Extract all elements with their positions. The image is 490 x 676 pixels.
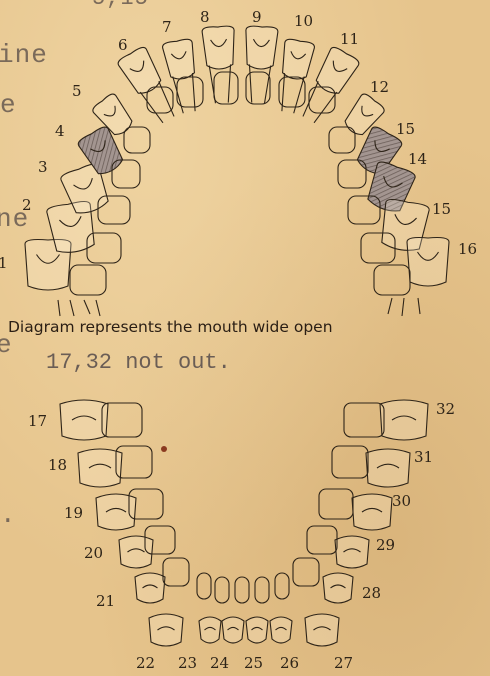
tooth-root: [209, 64, 232, 103]
upper-inner-tooth: [177, 77, 203, 107]
upper-tooth-number-14: 14: [408, 152, 427, 167]
lower-tooth-number-25: 25: [244, 656, 263, 671]
root-tick: [388, 298, 392, 314]
upper-tooth: [202, 26, 238, 104]
lower-tooth: [222, 617, 244, 643]
lower-tooth: [380, 400, 428, 440]
tooth-root: [247, 64, 270, 103]
lower-tooth-number-30: 30: [392, 494, 411, 509]
lower-tooth-number-29: 29: [376, 538, 395, 553]
upper-tooth-number-9: 9: [252, 10, 262, 25]
lower-tooth-number-17: 17: [28, 414, 47, 429]
lower-inner-tooth: [332, 446, 368, 478]
lower-tooth: [96, 494, 136, 530]
lower-tooth: [135, 573, 165, 603]
lower-inner-tooth: [163, 558, 189, 586]
lower-inner-tooth: [275, 573, 289, 599]
upper-tooth-number-1: 1: [0, 256, 8, 271]
root-tick: [70, 300, 74, 316]
lower-tooth: [305, 614, 339, 646]
lower-tooth: [78, 449, 122, 487]
upper-tooth-number-15: 15: [432, 202, 451, 217]
root-tick: [58, 300, 60, 316]
lower-inner-tooth: [197, 573, 211, 599]
root-tick: [418, 298, 420, 314]
lower-tooth-number-18: 18: [48, 458, 67, 473]
upper-tooth-number-10: 10: [294, 14, 313, 29]
upper-tooth-number-6: 6: [118, 38, 128, 53]
lower-tooth-number-32: 32: [436, 402, 455, 417]
lower-tooth: [352, 494, 392, 530]
upper-tooth-number-3: 3: [38, 160, 48, 175]
upper-inner-tooth: [214, 72, 238, 104]
lower-arch: [60, 400, 428, 646]
lower-tooth-number-20: 20: [84, 546, 103, 561]
lower-tooth: [366, 449, 410, 487]
upper-inner-tooth: [246, 72, 270, 104]
tooth-crown: [312, 45, 361, 98]
upper-tooth-number-7: 7: [162, 20, 172, 35]
lower-inner-tooth: [319, 489, 353, 519]
lower-tooth: [199, 617, 221, 643]
lower-tooth-number-26: 26: [280, 656, 299, 671]
lower-tooth: [60, 400, 108, 440]
upper-tooth: [407, 238, 449, 287]
upper-tooth-number-2: 2: [22, 198, 32, 213]
upper-tooth-number-5: 5: [72, 84, 82, 99]
lower-tooth: [149, 614, 183, 646]
lower-tooth: [335, 536, 369, 568]
root-tick: [402, 298, 404, 316]
upper-tooth-number-8: 8: [200, 10, 210, 25]
lower-tooth-number-21: 21: [96, 594, 115, 609]
stain-mark: [161, 446, 167, 452]
upper-tooth-number-16: 16: [458, 242, 477, 257]
lower-tooth: [323, 573, 353, 603]
tooth-crown: [244, 26, 278, 70]
lower-tooth-number-28: 28: [362, 586, 381, 601]
lower-inner-tooth: [255, 577, 269, 603]
lower-inner-tooth: [235, 577, 249, 603]
upper-inner-tooth: [70, 265, 106, 295]
lower-tooth-number-22: 22: [136, 656, 155, 671]
upper-tooth-number-12: 12: [370, 80, 389, 95]
lower-tooth-number-19: 19: [64, 506, 83, 521]
root-tick: [84, 300, 90, 314]
upper-tooth-number-11: 11: [340, 32, 359, 47]
lower-tooth-number-24: 24: [210, 656, 229, 671]
lower-inner-tooth: [293, 558, 319, 586]
lower-tooth-number-27: 27: [334, 656, 353, 671]
lower-tooth-number-23: 23: [178, 656, 197, 671]
upper-tooth-number-15: 15: [396, 122, 415, 137]
upper-arch: [25, 26, 449, 316]
lower-tooth: [246, 617, 268, 643]
lower-inner-tooth: [215, 577, 229, 603]
root-tick: [96, 300, 100, 316]
tooth-crown: [202, 26, 236, 70]
tooth-crown: [407, 238, 449, 287]
diagram-caption: Diagram represents the mouth wide open: [8, 318, 333, 336]
lower-inner-tooth: [307, 526, 337, 554]
lower-inner-tooth: [344, 403, 384, 437]
upper-tooth-number-4: 4: [55, 124, 65, 139]
lower-tooth-number-31: 31: [414, 450, 433, 465]
upper-inner-tooth: [124, 127, 150, 153]
teeth-not-out-note: 17,32 not out.: [46, 350, 231, 375]
upper-tooth: [242, 26, 278, 104]
lower-tooth: [270, 617, 292, 643]
upper-inner-tooth: [374, 265, 410, 295]
